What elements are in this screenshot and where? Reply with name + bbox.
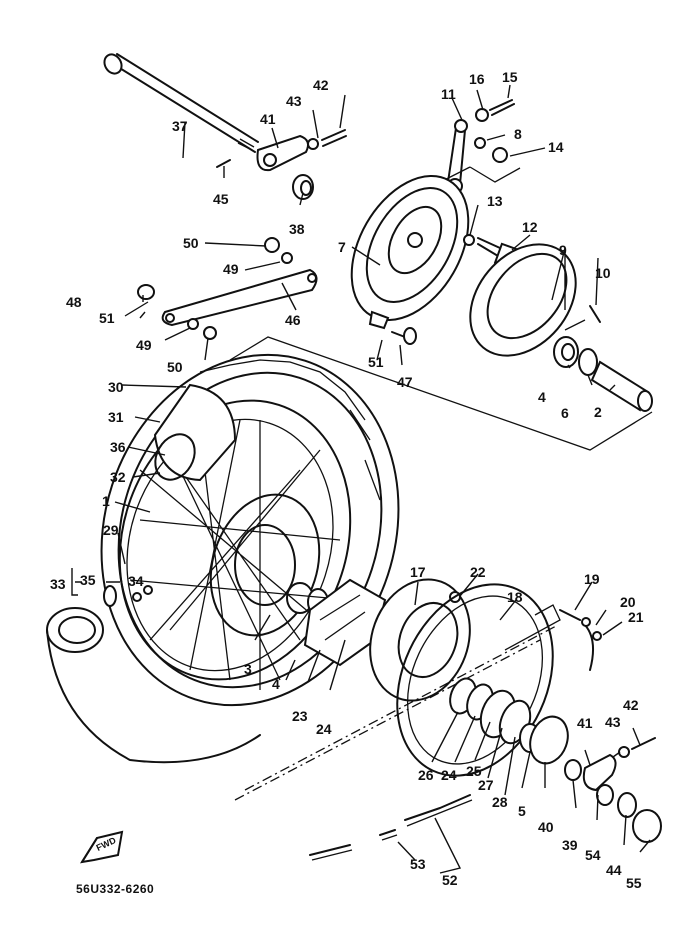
callout-8: 8: [514, 126, 522, 142]
callout-36: 36: [110, 439, 126, 455]
callout-12: 12: [522, 219, 538, 235]
chain-adjuster-lower: [504, 604, 602, 671]
callout-21: 21: [628, 609, 644, 625]
brake-shoes: [469, 243, 601, 357]
callout-18: 18: [507, 589, 523, 605]
rear-axle: [103, 53, 259, 153]
callout-43-lower: 43: [605, 714, 621, 730]
callout-55: 55: [626, 875, 642, 891]
callout-17: 17: [410, 564, 426, 580]
hub-seals-bearings: [449, 677, 662, 843]
callout-53: 53: [410, 856, 426, 872]
callout-46: 46: [285, 312, 301, 328]
callout-16: 16: [469, 71, 485, 87]
hub-bearing-spacer: [229, 336, 653, 451]
callout-7: 7: [338, 239, 346, 255]
callout-49-lower: 49: [136, 337, 152, 353]
callout-4: 4: [538, 389, 546, 405]
callout-50-lower: 50: [167, 359, 183, 375]
callout-2: 2: [594, 404, 602, 420]
chain-puller-top: [216, 129, 347, 200]
callout-28: 28: [492, 794, 508, 810]
mud-flap: [153, 383, 237, 482]
callout-5: 5: [518, 803, 526, 819]
torque-arm: [124, 237, 318, 340]
part-code: 56U332-6260: [76, 882, 155, 896]
callout-47: 47: [397, 374, 413, 390]
callout-22: 22: [470, 564, 486, 580]
callout-52: 52: [442, 872, 458, 888]
callout-6: 6: [561, 405, 569, 421]
callout-10: 10: [595, 265, 611, 281]
callout-34: 34: [128, 573, 144, 589]
callout-51-lower: 51: [368, 354, 384, 370]
tire-section: [46, 585, 261, 764]
callout-42-lower: 42: [623, 697, 639, 713]
forward-direction-arrow-icon: [79, 830, 124, 864]
callout-41-lower: 41: [577, 715, 593, 731]
callout-23: 23: [292, 708, 308, 724]
callout-45: 45: [213, 191, 229, 207]
callout-3: 3: [244, 661, 252, 677]
callout-39: 39: [562, 837, 578, 853]
sprocket-assembly: [234, 578, 559, 801]
callout-38: 38: [289, 221, 305, 237]
callout-24-lower: 24: [441, 767, 457, 783]
callout-49: 49: [223, 261, 239, 277]
callout-31: 31: [108, 409, 124, 425]
drive-chain: [309, 794, 473, 874]
callout-leaders: [71, 84, 651, 853]
callout-50: 50: [183, 235, 199, 251]
brake-cam-lever: [404, 99, 521, 201]
callout-24: 24: [316, 721, 332, 737]
callout-11: 11: [441, 86, 456, 102]
rear-wheel: [100, 353, 400, 707]
callout-1: 1: [102, 493, 110, 509]
callout-44: 44: [606, 862, 622, 878]
callout-48: 48: [66, 294, 82, 310]
callout-54: 54: [585, 847, 601, 863]
callout-37: 37: [172, 118, 188, 134]
callout-43: 43: [286, 93, 302, 109]
callout-29: 29: [103, 522, 119, 538]
callout-14: 14: [548, 139, 564, 155]
callout-4-lower: 4: [272, 676, 280, 692]
callout-26: 26: [418, 767, 434, 783]
callout-30: 30: [108, 379, 124, 395]
callout-25: 25: [466, 763, 482, 779]
callout-42: 42: [313, 77, 329, 93]
callout-35: 35: [80, 572, 96, 588]
callout-9: 9: [559, 242, 567, 258]
callout-33: 33: [50, 576, 66, 592]
callout-15: 15: [502, 69, 518, 85]
callout-13: 13: [487, 193, 503, 209]
callout-27: 27: [478, 777, 494, 793]
callout-32: 32: [110, 469, 126, 485]
callout-41: 41: [260, 111, 276, 127]
callout-19: 19: [584, 571, 600, 587]
callout-20: 20: [620, 594, 636, 610]
callout-51: 51: [99, 310, 115, 326]
callout-40: 40: [538, 819, 554, 835]
